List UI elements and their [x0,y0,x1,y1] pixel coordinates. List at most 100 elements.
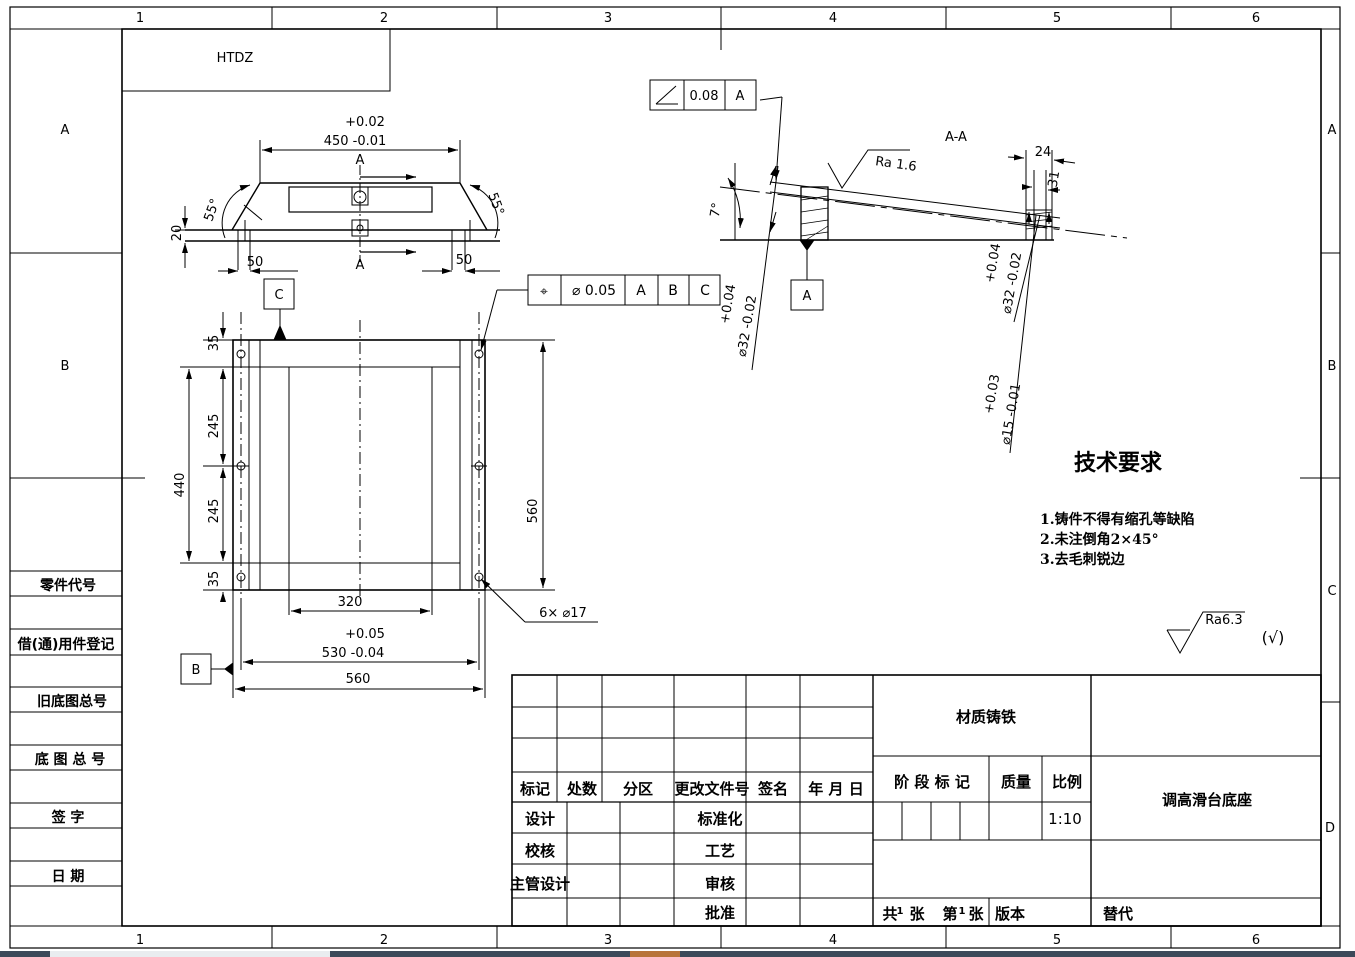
tech-req-item: 1.铸件不得有缩孔等缺陷 [1040,511,1195,528]
tb-header: 分区 [623,780,653,798]
col-label: 5 [1053,11,1061,26]
title-block [511,674,1322,927]
dim-450-tol: +0.02 [345,115,385,130]
dim-320: 320 [338,595,363,610]
section-title: A-A [945,130,967,145]
datum-b-box: B [180,653,212,685]
plan-view-text: 35 245 245 35 440 560 320 +0.05 530 -0.0… [173,335,587,687]
dim-35-bottom: 35 [207,571,222,588]
tb-header: 处数 [566,780,598,798]
section-view [719,96,1128,454]
row-label: B [61,359,70,374]
sheet-frame [9,6,1341,949]
taskbar [0,951,1355,957]
tb-design: 设计 [525,810,555,828]
col-label: 1 [136,933,144,948]
tb-header: 年 月 日 [808,780,863,798]
title-block-text: 标记 处数 分区 更改文件号 签名 年 月 日 设计 校核 主管设计 标准化 工… [510,708,1252,923]
datum-b-label: B [192,663,201,678]
col-label: 1 [136,11,144,26]
datum-c-label: C [274,288,283,303]
tech-req-item: 3.去毛刺锐边 [1040,551,1126,568]
tb-sheets-total-label: 共 [882,905,897,923]
zone-labels: 1 2 3 4 5 6 1 2 3 4 5 6 A B A B C D [61,11,1337,948]
section-label-a: A [356,153,365,168]
dim-right-50: 50 [456,253,473,268]
tb-stage: 阶 段 标 记 [894,773,970,791]
section-text: A-A Ra 1.6 7° 24 31 +0.04 ⌀32 -0.02 +0.0… [708,130,1063,446]
angle-right: 55° [485,191,507,218]
fcf-datum-c: C [700,283,710,299]
dim-35-top: 35 [207,335,222,352]
taskbar-item[interactable] [630,951,680,957]
col-label: 6 [1252,933,1260,948]
section-label-a-bottom: A [356,258,365,273]
tb-sheets-unit: 张 [909,905,925,923]
general-roughness: Ra6.3 (√) [1166,611,1285,655]
col-label: 5 [1053,933,1061,948]
position-tolerance-frame: ⌖ ⌀ 0.05 A B C [527,274,721,306]
angle-datum: A [736,89,745,104]
top-view [175,140,500,341]
tb-chief: 主管设计 [510,875,570,893]
side-label-part-code: 零件代号 [39,577,96,594]
row-label: D [1325,821,1335,836]
tb-scale-value: 1:10 [1048,810,1082,828]
side-table: 零件代号 借(通)用件登记 旧底图总号 底 图 总 号 签 字 日 期 [10,570,122,887]
position-tol: ⌀ 0.05 [572,283,616,299]
fcf-datum-b: B [668,283,678,299]
col-label: 2 [380,933,388,948]
technical-requirements: 技术要求 1.铸件不得有缩孔等缺陷 2.未注倒角2×45° 3.去毛刺锐边 [1040,450,1195,568]
col-label: 4 [829,933,837,948]
angle-tolerance-frame: 0.08 A [649,79,757,111]
row-label: C [1327,584,1336,599]
tb-sheet-no-label: 第 [942,905,957,923]
bore-right: ⌀32 -0.02 [1000,251,1026,315]
code-text: HTDZ [217,51,254,66]
tb-approve: 批准 [705,904,735,922]
angle-7deg: 7° [708,202,725,219]
roughness-ra16: Ra 1.6 [874,154,917,175]
datum-a-box: A [790,279,824,311]
taskbar-item[interactable] [50,951,330,957]
dim-560-horizontal: 560 [346,672,371,687]
dim-24: 24 [1035,145,1052,160]
side-label-old-base: 旧底图总号 [37,693,107,710]
side-label-sign: 签 字 [51,809,85,826]
tech-req-item: 2.未注倒角2×45° [1040,531,1159,548]
tb-material: 材质铸铁 [956,708,1016,726]
bore-left: ⌀32 -0.02 [735,294,761,358]
tb-sheets-total: 1 [897,906,904,917]
bore-left-tol: +0.04 [718,283,740,325]
tb-header: 更改文件号 [674,780,749,798]
fcf-datum-a: A [636,283,646,299]
tb-replace: 替代 [1103,905,1133,923]
col-label: 4 [829,11,837,26]
code-box: HTDZ [121,28,391,92]
bore-small-tol: +0.03 [982,373,1004,415]
side-label-borrow: 借(通)用件登记 [17,636,115,653]
side-label-date: 日 期 [52,869,85,885]
datum-a-label: A [803,289,812,304]
dim-530-tol: +0.05 [345,627,385,642]
tb-process: 工艺 [705,842,735,860]
bore-small: ⌀15 -0.01 [999,382,1025,446]
dim-245-b: 245 [207,499,222,524]
angle-left: 55° [201,197,223,224]
tb-drawing-name: 调高滑台底座 [1162,791,1252,809]
dim-31: 31 [1046,170,1064,189]
datum-c-box: C [263,278,295,310]
general-roughness-note: (√) [1262,628,1285,647]
col-label: 6 [1252,11,1260,26]
col-label: 3 [604,11,612,26]
col-label: 2 [380,11,388,26]
tb-mass: 质量 [1001,773,1031,791]
dim-450: 450 -0.01 [324,134,387,149]
top-view-text: +0.02 450 -0.01 A A 55° 55° 20 50 50 [170,115,507,273]
tb-standard: 标准化 [696,810,742,828]
tb-sheet-no: 1 [959,906,966,917]
tb-check: 校核 [525,842,555,860]
dim-245-a: 245 [207,414,222,439]
dim-530: 530 -0.04 [322,646,385,661]
